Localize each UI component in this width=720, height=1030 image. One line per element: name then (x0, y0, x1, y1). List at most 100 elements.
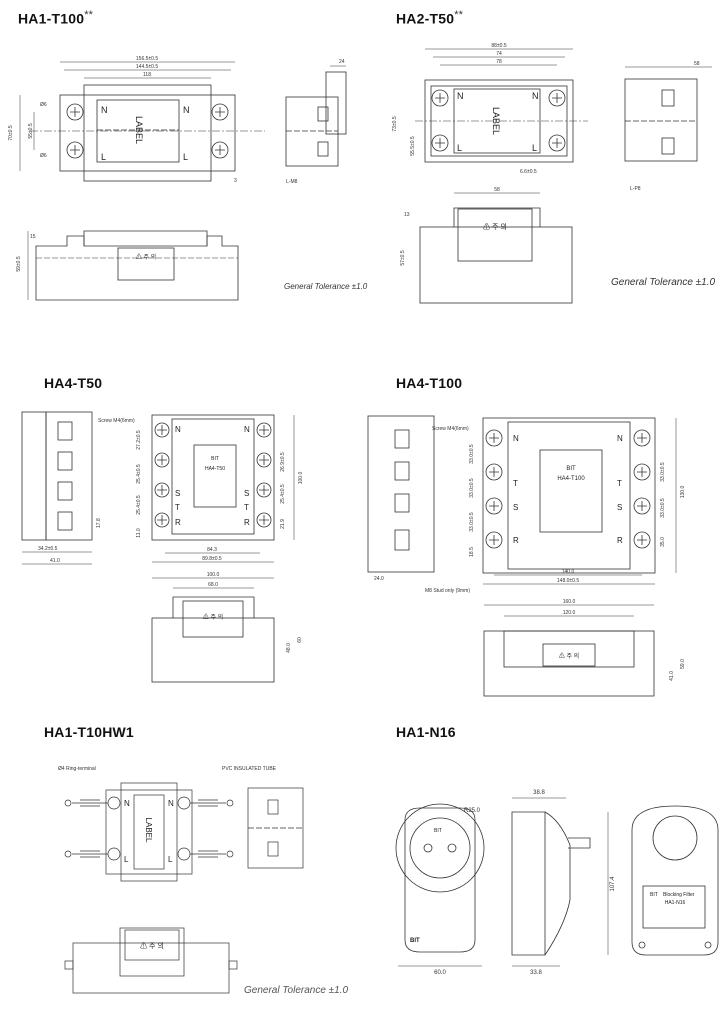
ha2-t50-dim-w3: 78 (496, 59, 502, 65)
ha1-n16-brand-bottom: BIT (410, 938, 420, 944)
ha4-t100-left-terminals (485, 429, 503, 549)
ha1-t10hw1-l-left: L (124, 855, 129, 864)
ha4-t50-t-right: T (244, 503, 249, 512)
ha2-t50-front-view (419, 226, 573, 304)
ha2-t50-dim-front-top: 13 (404, 212, 410, 218)
ha2-t50-label: LABEL (491, 107, 501, 135)
ha1-t100-flange (83, 84, 212, 182)
ha2-t50-caution-plate (457, 208, 533, 262)
ha1-n16-nameplate (642, 885, 706, 929)
ha4-t100-body-outline (482, 417, 656, 574)
ha4-t100-side-view (367, 415, 435, 573)
ha4-t100-brand: BIT (566, 466, 576, 472)
ha4-t100-dim-d1: 33.0±0.5 (469, 444, 475, 464)
ha4-t100-dim-r2: 33.0±0.5 (660, 498, 666, 518)
ha1-t100-l-left: L (101, 152, 106, 162)
ha4-t100-dim-top-w2: 120.0 (563, 610, 576, 616)
ha4-t100-dim-d4: 18.5 (469, 547, 475, 557)
ha4-t100-dim-w1: 140.0 (562, 569, 575, 575)
ha1-t10hw1-caution: ⚠ 주 의 (140, 941, 164, 950)
ha4-t50-dim-d1: 27.2±0.5 (136, 430, 142, 450)
ha1-t100-dim-side: 24 (339, 59, 345, 65)
ha1-t100-drawing: LABEL N L N L 156.5±0.5 144.5±0.5 118 70… (8, 56, 347, 301)
ha1-t10hw1-label: LABEL (144, 818, 153, 843)
ha4-t50-dim-w1: 84.3 (207, 547, 217, 553)
ha4-t100-dim-w2: 148.0±0.5 (557, 578, 579, 584)
ha4-t50-dim-d3: 25.4±0.5 (136, 495, 142, 515)
ha2-t50-tolerance: General Tolerance ±1.0 (611, 277, 716, 288)
ha1-t100-tolerance: General Tolerance ±1.0 (284, 282, 368, 291)
ha1-n16-socket (395, 803, 485, 893)
ha4-t50-n-right: N (244, 425, 250, 434)
ha4-t100-n-left: N (513, 434, 519, 443)
ha1-t100-dim-hole: Ø6 (40, 102, 47, 108)
ha4-t50-dim-d4: 11.0 (136, 528, 142, 538)
ha1-t100-side-view (285, 96, 339, 167)
ha1-t100-dim-screw: L-M8 (286, 179, 298, 185)
ha4-t50-brand: BIT (211, 456, 219, 462)
ha1-t100-right-terminals (211, 103, 229, 159)
ha2-t50-drawing: LABEL N L N L 88±0.5 74 78 73±0.5 55.5±0… (392, 43, 712, 304)
ha1-t10hw1-drawing: Ø4 Ring-terminal PVC INSULATED TUBE LABE… (58, 766, 304, 994)
ha4-t100-s-right: S (617, 503, 622, 512)
ha4-t50-dim-top-h2: 48.0 (286, 643, 292, 653)
title-ha1-t100: HA1-T100** (18, 9, 94, 27)
ha4-t50-dim-r1: 26.9±0.5 (280, 452, 286, 472)
ha1-t10hw1-tolerance: General Tolerance ±1.0 (244, 985, 349, 996)
ha4-t50-s-left: S (175, 489, 180, 498)
ha4-t50-r-right: R (244, 518, 250, 527)
ha4-t50-dim-side-w2: 41.0 (50, 558, 60, 564)
ha4-t50-t-left: T (175, 503, 180, 512)
ha4-t50-drawing: Screw M4(6mm) 34.2±0.5 41.0 17.8 N S T R… (21, 411, 304, 683)
ha4-t100-dim-top-h: 59.0 (680, 659, 686, 669)
ha4-t50-caution-plate (182, 600, 244, 638)
ha4-t100-dim-r1: 33.0±0.5 (660, 462, 666, 482)
ha2-t50-dim-d1: 6.6±0.5 (520, 169, 537, 175)
ha2-t50-dim-front-h: 57±0.5 (400, 250, 406, 265)
ha1-n16-dim-w: 38.8 (533, 790, 545, 796)
ha4-t100-t-right: T (617, 479, 622, 488)
ha2-t50-l-left: L (457, 143, 462, 153)
ha1-t100-l-right: L (183, 152, 188, 162)
ha1-n16-front-body (404, 807, 476, 953)
ha4-t100-dim-h: 130.0 (680, 486, 686, 499)
ha2-t50-right-terminals (548, 89, 566, 152)
ha1-t100-caution-plate (117, 247, 175, 281)
ha2-t50-n-left: N (457, 91, 464, 101)
ha2-t50-dim-h2: 55.5±0.5 (410, 136, 416, 156)
ha4-t100-s-left: S (513, 503, 518, 512)
ha4-t50-dim-top-w2: 68.0 (208, 582, 218, 588)
ha1-t100-n-left: N (101, 105, 108, 115)
ha4-t100-caution: ⚠ 주 의 (559, 652, 579, 660)
ha4-t100-right-terminals (633, 429, 651, 549)
ha4-t50-r-left: R (175, 518, 181, 527)
ha4-t50-dim-r2: 25.4±0.5 (280, 484, 286, 504)
ha4-t50-dim-screw: Screw M4(6mm) (98, 418, 135, 424)
ha4-t100-dim-top-h2: 41.0 (669, 671, 675, 681)
ha2-t50-dim-screw: L-P8 (630, 186, 641, 192)
ha4-t100-dim-top-w: 160.0 (563, 599, 576, 605)
ha4-t50-dim-w2: 89.8±0.5 (202, 556, 222, 562)
ha2-t50-dim-w4: 58 (494, 187, 500, 193)
ha4-t50-dim-h: 100.0 (298, 472, 304, 485)
ha2-t50-n-right: N (532, 91, 539, 101)
ha1-t100-dim-h: 70±0.5 (8, 125, 14, 140)
ha1-n16-brand-back: BIT (650, 892, 658, 898)
ha1-t100-caution: ⚠ 주 의 (136, 253, 156, 261)
ha2-t50-dim-side: 58 (694, 61, 700, 67)
ha1-n16-brand-front: BIT (434, 828, 442, 834)
ha1-t100-dim-d3: 3 (234, 178, 237, 184)
ha1-t10hw1-tube: PVC INSULATED TUBE (222, 766, 277, 772)
ha1-n16-side-body (511, 811, 546, 956)
ha1-t100-dim-w3: 118 (143, 72, 151, 78)
ha4-t100-n-right: N (617, 434, 623, 443)
ha4-t50-front-view (151, 617, 275, 683)
ha4-t100-r-right: R (617, 536, 623, 545)
ha1-t100-dim-w1: 156.5±0.5 (136, 56, 158, 62)
ha1-t10hw1-caution-plate (124, 929, 180, 961)
ha2-t50-left-terminals (431, 89, 449, 152)
ha1-n16-blocking-filter: Blocking Filter (663, 892, 695, 898)
ha4-t50-n-left: N (175, 425, 181, 434)
title-ha1-n16: HA1-N16 (396, 724, 456, 740)
ha4-t50-caution: ⚠ 주 의 (203, 613, 223, 621)
